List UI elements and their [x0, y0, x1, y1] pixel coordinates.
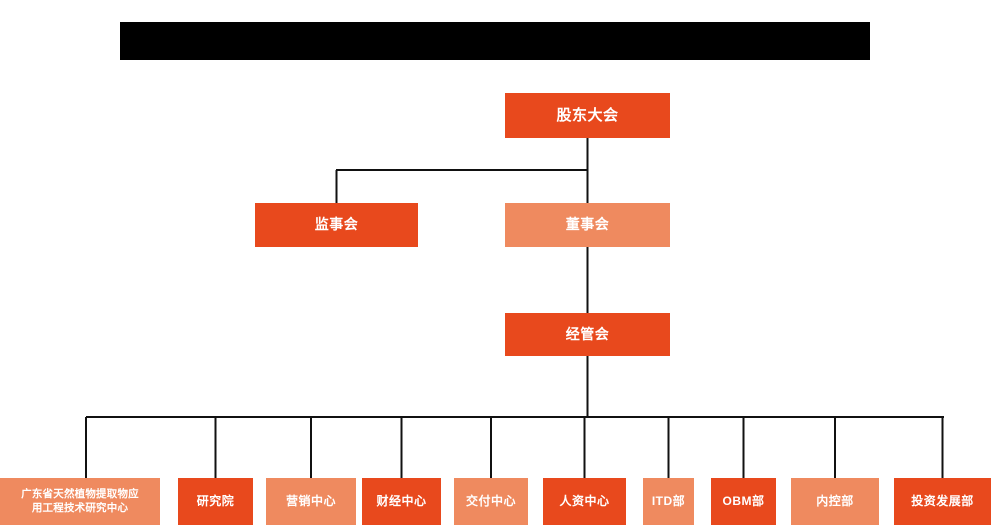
org-node-finance-center[interactable]: 财经中心 — [362, 478, 441, 525]
org-node-itd-department[interactable]: ITD部 — [643, 478, 694, 525]
org-node-board-of-directors[interactable]: 董事会 — [505, 203, 670, 247]
org-node-obm-department[interactable]: OBM部 — [711, 478, 776, 525]
org-node-label: OBM部 — [722, 493, 765, 508]
org-node-gd-plant-extract-center[interactable]: 广东省天然植物提取物应 用工程技术研究中心 — [0, 478, 160, 525]
org-node-label: 内控部 — [816, 493, 854, 508]
org-node-label: 营销中心 — [285, 493, 336, 508]
redacted-title-bar — [120, 22, 870, 60]
org-node-marketing-center[interactable]: 营销中心 — [266, 478, 356, 525]
org-node-label: 投资发展部 — [911, 493, 974, 508]
org-node-board-of-supervisors[interactable]: 监事会 — [255, 203, 418, 247]
org-node-label: 人资中心 — [559, 493, 610, 508]
org-node-shareholders-meeting[interactable]: 股东大会 — [505, 93, 670, 138]
org-node-label: 广东省天然植物提取物应 用工程技术研究中心 — [21, 488, 139, 514]
org-node-research-institute[interactable]: 研究院 — [178, 478, 253, 525]
org-node-label: 董事会 — [565, 216, 610, 233]
org-node-label: 经管会 — [565, 325, 610, 342]
org-node-label: ITD部 — [651, 493, 686, 508]
org-node-label: 监事会 — [314, 216, 359, 233]
org-node-label: 股东大会 — [556, 106, 619, 124]
org-node-label: 研究院 — [196, 493, 235, 508]
org-node-label: 交付中心 — [465, 493, 516, 508]
org-node-delivery-center[interactable]: 交付中心 — [454, 478, 528, 525]
org-node-label: 财经中心 — [376, 493, 427, 508]
org-node-management-committee[interactable]: 经管会 — [505, 313, 670, 356]
org-node-investment-development-department[interactable]: 投资发展部 — [894, 478, 991, 525]
org-node-internal-control-department[interactable]: 内控部 — [791, 478, 879, 525]
org-node-hr-center[interactable]: 人资中心 — [543, 478, 626, 525]
